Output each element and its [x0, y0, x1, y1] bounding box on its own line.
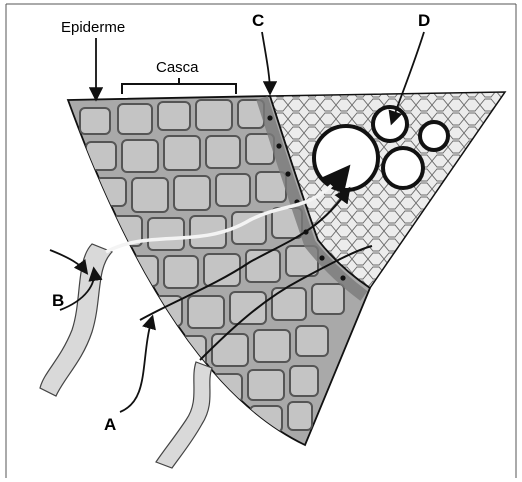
casparian-marker [319, 255, 324, 260]
label-a: A [104, 415, 116, 434]
casparian-marker [267, 115, 272, 120]
cortex-cell [80, 108, 110, 134]
label-d: D [418, 11, 430, 30]
a-pointer [120, 318, 152, 412]
xylem-vessel-large [314, 126, 378, 190]
cortex-cell [254, 330, 290, 362]
cortex-cell [296, 326, 328, 356]
cortex-cell [122, 140, 158, 172]
cortex-cell [164, 256, 198, 288]
cortex-cell [174, 176, 210, 210]
cortex-cell [290, 366, 318, 396]
cortex-cell [118, 104, 152, 134]
cortex-cell [250, 406, 282, 432]
cortex-cell [248, 370, 284, 400]
cortex-cell [288, 402, 312, 430]
casca-bracket [122, 78, 236, 94]
cortex-cell [188, 296, 224, 328]
root-hair [156, 362, 212, 468]
cortex-cell [176, 336, 206, 366]
label-c: C [252, 11, 264, 30]
cortex-cell [132, 178, 168, 212]
cortex-cell [158, 102, 190, 130]
label-b: B [52, 291, 64, 310]
label-epiderme: Epiderme [61, 19, 125, 36]
root-hair [40, 244, 112, 396]
xylem-vessel [373, 107, 407, 141]
casparian-marker [276, 143, 281, 148]
cortex-cell [196, 100, 232, 130]
cortex-cell [230, 292, 266, 324]
casparian-marker [285, 171, 290, 176]
label-casca: Casca [156, 59, 199, 76]
cortex-cell [212, 334, 248, 366]
cortex-cell [204, 254, 240, 286]
cortex-cell [86, 142, 116, 170]
cortex-cell [216, 174, 250, 206]
xylem-vessel [383, 148, 423, 188]
cortex-cell [164, 136, 200, 170]
b-pointer-2 [50, 250, 86, 272]
cortex-cell [312, 284, 344, 314]
xylem-vessel [420, 122, 448, 150]
cortex-cell [148, 218, 184, 250]
cortex-cell [206, 136, 240, 168]
casparian-marker [340, 275, 345, 280]
c-pointer [262, 32, 270, 92]
